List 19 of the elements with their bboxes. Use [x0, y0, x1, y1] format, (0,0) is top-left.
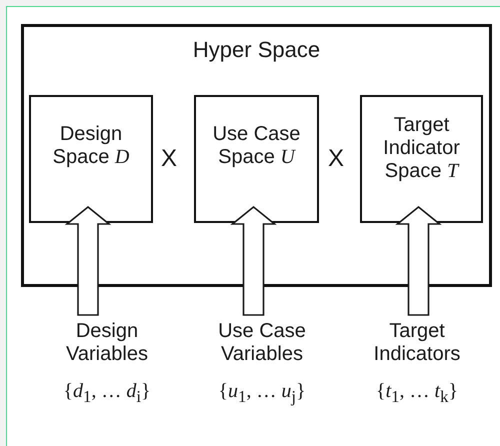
box-label: Target Indicator Space T	[382, 114, 461, 183]
box-label: Design Space D	[52, 123, 130, 169]
space-box	[360, 95, 483, 223]
variable-set: {d$_{1}$, … d$_{i}$}	[62, 380, 152, 406]
box-label: Use Case Space U	[212, 123, 302, 169]
variable-set: {u$_{1}$, … u$_{j}$}	[217, 380, 307, 406]
block-arrow	[64, 206, 112, 316]
frame-title: Hyper Space	[192, 37, 322, 62]
block-arrow	[395, 206, 442, 316]
input-label: Use Case Variables	[217, 320, 307, 366]
input-label: Target Indicators	[372, 320, 462, 366]
input-label: Design Variables	[65, 320, 149, 366]
block-arrow	[230, 206, 277, 316]
variable-set: {t$_{1}$, … t$_{k}$}	[375, 380, 459, 406]
space-box	[194, 95, 319, 223]
product-sign: X	[161, 145, 178, 173]
product-sign: X	[328, 145, 344, 173]
outer-frame	[21, 24, 492, 287]
space-box	[29, 95, 153, 223]
